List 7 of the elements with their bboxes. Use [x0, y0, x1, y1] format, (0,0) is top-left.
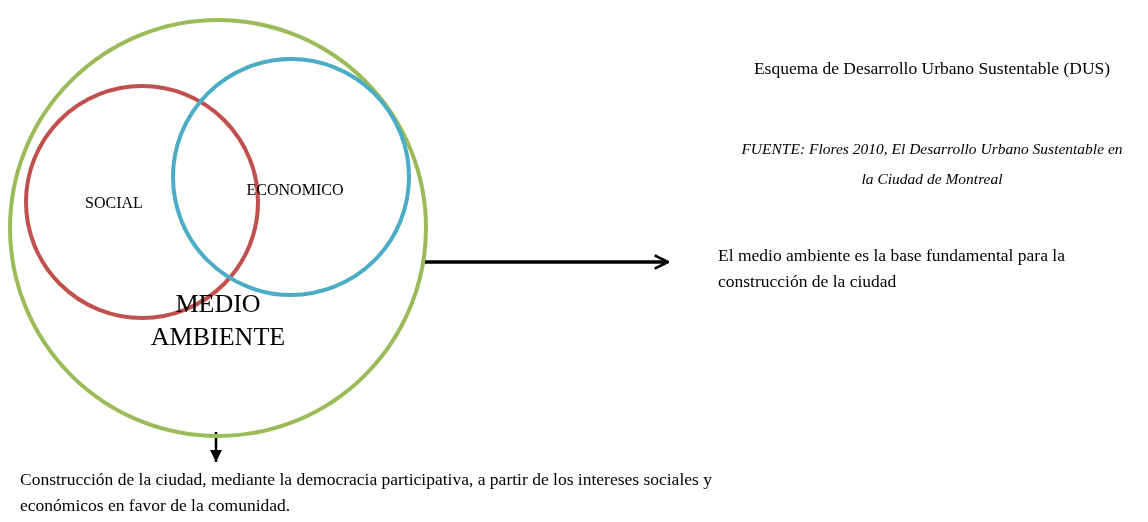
note-text: El medio ambiente es la base fundamental para la construcción de la ciudad	[718, 244, 1066, 294]
title: Esquema de Desarrollo Urbano Sustentable (DUS)	[752, 57, 1112, 80]
note-text: Construcción de la ciudad, mediante la democracia participativa, a partir de los intereses sociales y económicos en favor de la comunidad.	[20, 468, 713, 518]
caption: FUENTE: Flores 2010, El Desarrollo Urbano Sustentable en la Ciudad de Montreal	[740, 139, 1124, 189]
circle-label: SOCIAL	[84, 193, 144, 213]
arrow	[209, 432, 223, 462]
arrow	[424, 254, 670, 270]
